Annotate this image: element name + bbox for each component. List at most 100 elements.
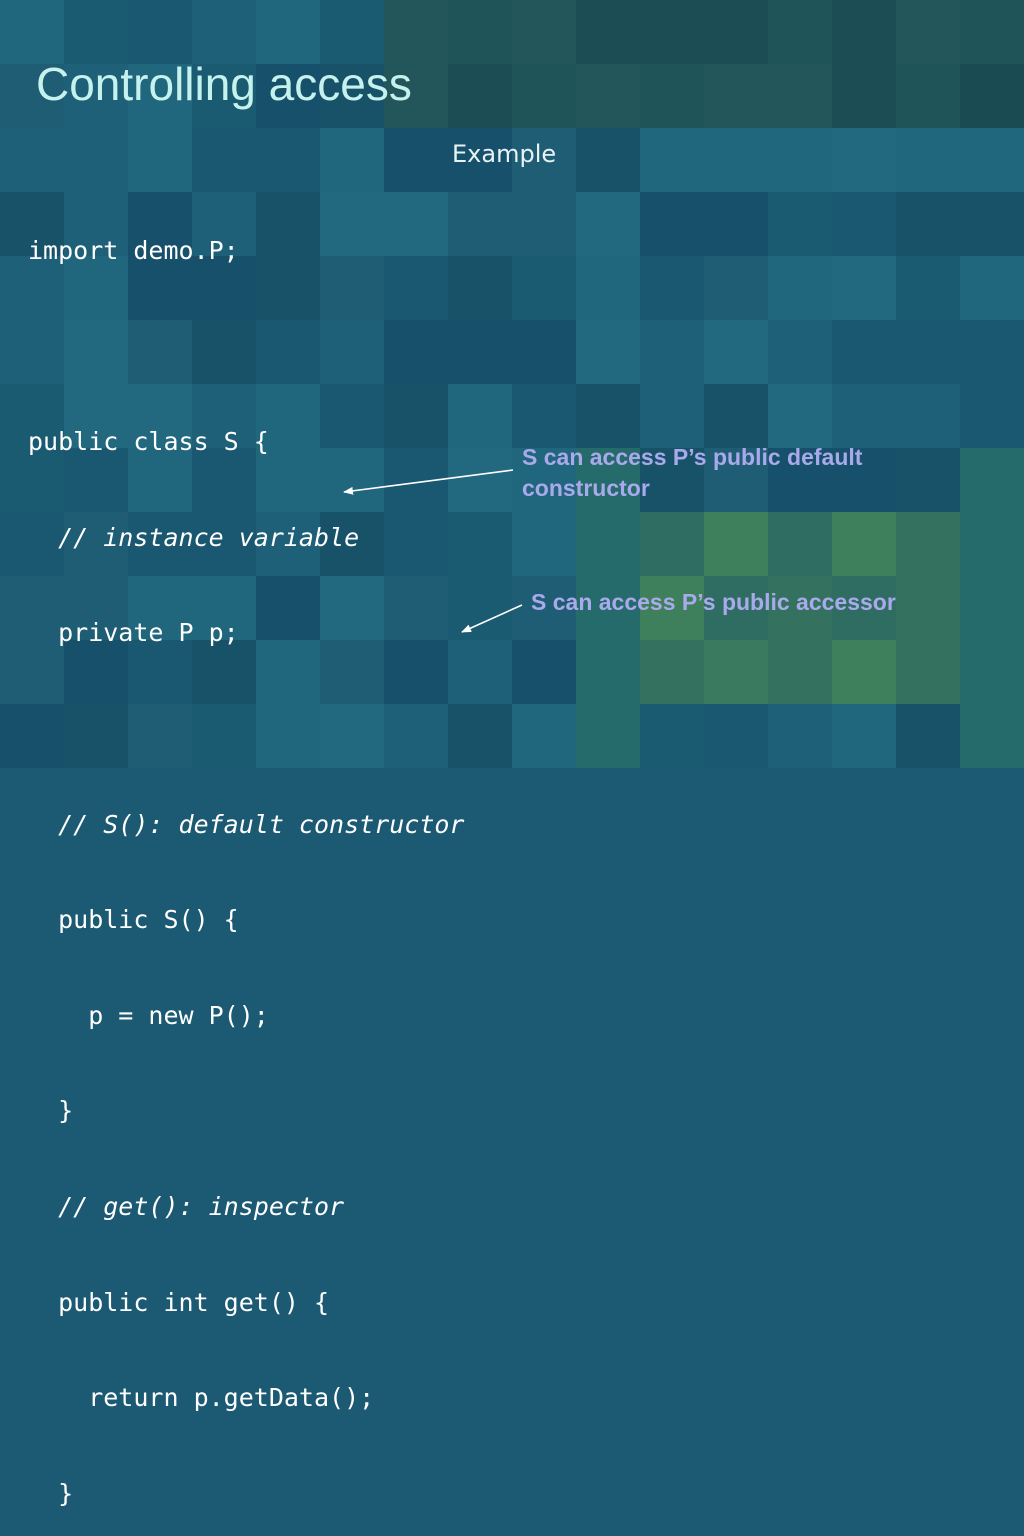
background-tile bbox=[640, 512, 704, 576]
background-tile bbox=[960, 0, 1024, 64]
background-tile bbox=[320, 384, 384, 448]
background-tile bbox=[896, 640, 960, 704]
background-tile bbox=[64, 0, 128, 64]
background-tile bbox=[448, 64, 512, 128]
background-tile bbox=[192, 448, 256, 512]
background-tile bbox=[960, 256, 1024, 320]
background-tile bbox=[832, 128, 896, 192]
background-mosaic bbox=[0, 0, 1024, 768]
background-tile bbox=[832, 256, 896, 320]
background-tile bbox=[768, 256, 832, 320]
background-tile bbox=[320, 512, 384, 576]
background-tile bbox=[896, 64, 960, 128]
background-tile bbox=[640, 192, 704, 256]
annotation-arrows bbox=[343, 469, 523, 633]
background-tile bbox=[64, 192, 128, 256]
background-tile bbox=[256, 576, 320, 640]
background-tile bbox=[640, 640, 704, 704]
background-tile bbox=[512, 704, 576, 768]
background-tile bbox=[512, 384, 576, 448]
background-tile bbox=[512, 128, 576, 192]
background-tile bbox=[832, 640, 896, 704]
background-tile bbox=[704, 384, 768, 448]
background-tile bbox=[320, 256, 384, 320]
background-tile bbox=[640, 576, 704, 640]
background-tile bbox=[512, 0, 576, 64]
background-tile bbox=[192, 320, 256, 384]
background-tile bbox=[896, 128, 960, 192]
background-tile bbox=[640, 320, 704, 384]
background-tile bbox=[128, 64, 192, 128]
background-tile bbox=[192, 576, 256, 640]
background-tile bbox=[896, 320, 960, 384]
background-tile bbox=[960, 320, 1024, 384]
background-tile bbox=[896, 704, 960, 768]
background-tile bbox=[320, 704, 384, 768]
code-comment: // S(): default constructor bbox=[28, 809, 465, 839]
background-tile bbox=[512, 512, 576, 576]
background-tile bbox=[192, 640, 256, 704]
background-tile bbox=[896, 384, 960, 448]
background-tile bbox=[128, 512, 192, 576]
slide-subtitle: Example bbox=[452, 140, 557, 168]
background-tile bbox=[128, 448, 192, 512]
background-tile bbox=[960, 448, 1024, 512]
background-tile bbox=[448, 640, 512, 704]
background-tile bbox=[832, 448, 896, 512]
background-tile bbox=[64, 384, 128, 448]
background-tile bbox=[448, 320, 512, 384]
background-tile bbox=[384, 384, 448, 448]
background-tile bbox=[704, 256, 768, 320]
background-tile bbox=[704, 512, 768, 576]
code-line: public class S { bbox=[28, 427, 269, 457]
background-tile bbox=[512, 192, 576, 256]
background-tile bbox=[576, 128, 640, 192]
background-tile bbox=[512, 448, 576, 512]
background-tile bbox=[256, 0, 320, 64]
background-tile bbox=[576, 512, 640, 576]
background-tile bbox=[0, 192, 64, 256]
background-tile bbox=[960, 512, 1024, 576]
code-line: } bbox=[28, 1478, 74, 1508]
background-tile bbox=[960, 576, 1024, 640]
background-tile bbox=[576, 192, 640, 256]
background-tile bbox=[128, 640, 192, 704]
background-tile bbox=[768, 576, 832, 640]
background-tile bbox=[0, 576, 64, 640]
accessor-annotation: S can access P’s public accessor bbox=[531, 589, 896, 615]
background-tile bbox=[64, 512, 128, 576]
background-tile bbox=[832, 64, 896, 128]
background-tile bbox=[576, 576, 640, 640]
background-tile bbox=[640, 448, 704, 512]
background-tile bbox=[512, 320, 576, 384]
background-tile bbox=[640, 0, 704, 64]
background-tile bbox=[640, 384, 704, 448]
background-tile bbox=[448, 704, 512, 768]
background-tile bbox=[960, 64, 1024, 128]
background-tile bbox=[256, 448, 320, 512]
background-tile bbox=[0, 320, 64, 384]
background-tile bbox=[64, 640, 128, 704]
code-line: } bbox=[28, 1096, 74, 1126]
background-tile bbox=[0, 128, 64, 192]
background-tile bbox=[576, 704, 640, 768]
background-tile bbox=[192, 256, 256, 320]
background-tile bbox=[704, 192, 768, 256]
background-tile bbox=[384, 256, 448, 320]
background-tile bbox=[896, 192, 960, 256]
background-tile bbox=[192, 0, 256, 64]
background-tile bbox=[768, 64, 832, 128]
background-tile bbox=[768, 192, 832, 256]
constructor-annotation: S can access P’s public default construc… bbox=[522, 442, 862, 504]
background-tile bbox=[320, 0, 384, 64]
background-tile bbox=[384, 704, 448, 768]
background-tile bbox=[256, 384, 320, 448]
background-tile bbox=[384, 128, 448, 192]
background-tile bbox=[64, 128, 128, 192]
background-tile bbox=[896, 512, 960, 576]
background-tile bbox=[768, 320, 832, 384]
background-tile bbox=[64, 320, 128, 384]
arrow-to-constructor bbox=[343, 469, 514, 495]
background-tile bbox=[320, 320, 384, 384]
background-tile bbox=[576, 448, 640, 512]
